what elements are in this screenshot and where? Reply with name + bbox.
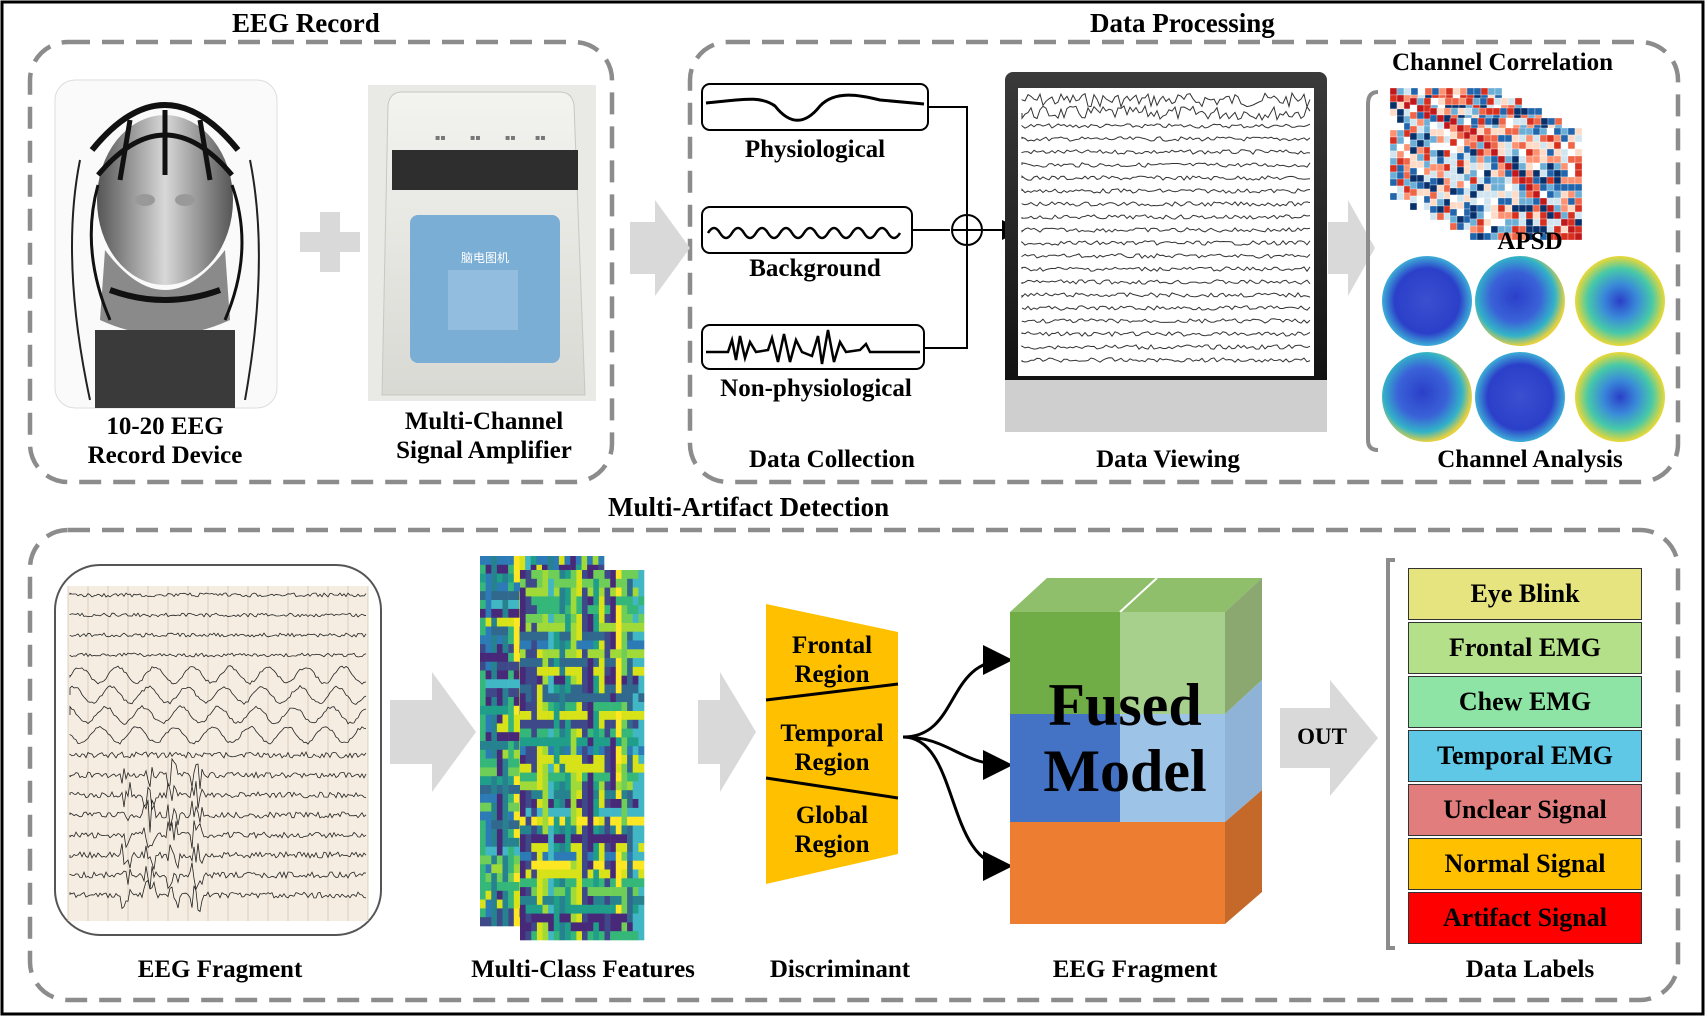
eeg-record-box [27, 39, 615, 485]
eeg-monitor [1005, 72, 1327, 432]
arrow-to-discriminant [698, 672, 756, 792]
eeg-fragment-image [54, 564, 382, 936]
signal-physiological [701, 83, 929, 131]
amplifier-text: 脑电图机 [461, 251, 509, 265]
data-label-item: Eye Blink [1408, 568, 1642, 620]
signal-background [701, 206, 913, 254]
amplifier-photo: 脑电图机 ▪▪ ▪▪ ▪▪ ▪▪ [368, 85, 596, 401]
multi-class-feature-maps [480, 556, 645, 941]
data-label-item: Frontal EMG [1408, 622, 1642, 674]
signal-nonphysiological [701, 324, 925, 370]
plus-icon [300, 212, 360, 272]
label-background: Background [749, 255, 881, 282]
labels-bracket [1386, 558, 1395, 950]
label-data-labels: Data Labels [1465, 956, 1595, 983]
data-label-item: Temporal EMG [1408, 730, 1642, 782]
label-eeg-fragment-output: EEG Fragment [1052, 956, 1218, 983]
arrow-to-processing [630, 200, 690, 296]
data-label-item: Normal Signal [1408, 838, 1642, 890]
apsd-topomaps [1382, 256, 1665, 442]
label-physiological: Physiological [744, 136, 886, 163]
label-nonphysiological: Non-physiological [720, 375, 912, 402]
label-discriminant: Discriminant [769, 956, 911, 983]
svg-text:▪▪: ▪▪ [505, 133, 516, 142]
out-arrow [1280, 680, 1378, 796]
data-label-item: Unclear Signal [1408, 784, 1642, 836]
svg-text:▪▪: ▪▪ [435, 133, 446, 142]
label-channel-correlation: Channel Correlation [1391, 49, 1614, 76]
section-title-multi-artifact: Multi-Artifact Detection [608, 492, 890, 522]
label-multi-class-features: Multi-Class Features [471, 956, 695, 983]
eeg-cap-photo [54, 79, 278, 409]
svg-text:▪▪: ▪▪ [470, 133, 481, 142]
analysis-bracket [1366, 90, 1379, 452]
label-eeg-fragment-input: EEG Fragment [137, 956, 303, 983]
section-title-data-processing: Data Processing [1090, 8, 1275, 38]
data-label-item: Chew EMG [1408, 676, 1642, 728]
discriminant-block [765, 604, 899, 884]
data-label-item: Artifact Signal [1408, 892, 1642, 944]
label-data-viewing: Data Viewing [1096, 446, 1240, 473]
arrow-to-analysis [1328, 200, 1375, 296]
multi-artifact-box [27, 527, 1681, 1003]
correlation-matrices [1389, 87, 1583, 241]
section-title-eeg-record: EEG Record [232, 8, 380, 38]
label-channel-analysis: Channel Analysis [1437, 446, 1623, 473]
sum-node [951, 214, 983, 246]
fused-model-cube [1010, 577, 1262, 924]
svg-text:▪▪: ▪▪ [535, 133, 546, 142]
arrow-to-features [390, 672, 476, 792]
label-out: OUT [1297, 724, 1347, 749]
data-processing-box [687, 39, 1681, 485]
label-data-collection: Data Collection [749, 446, 915, 473]
label-apsd: APSD [1497, 228, 1563, 255]
